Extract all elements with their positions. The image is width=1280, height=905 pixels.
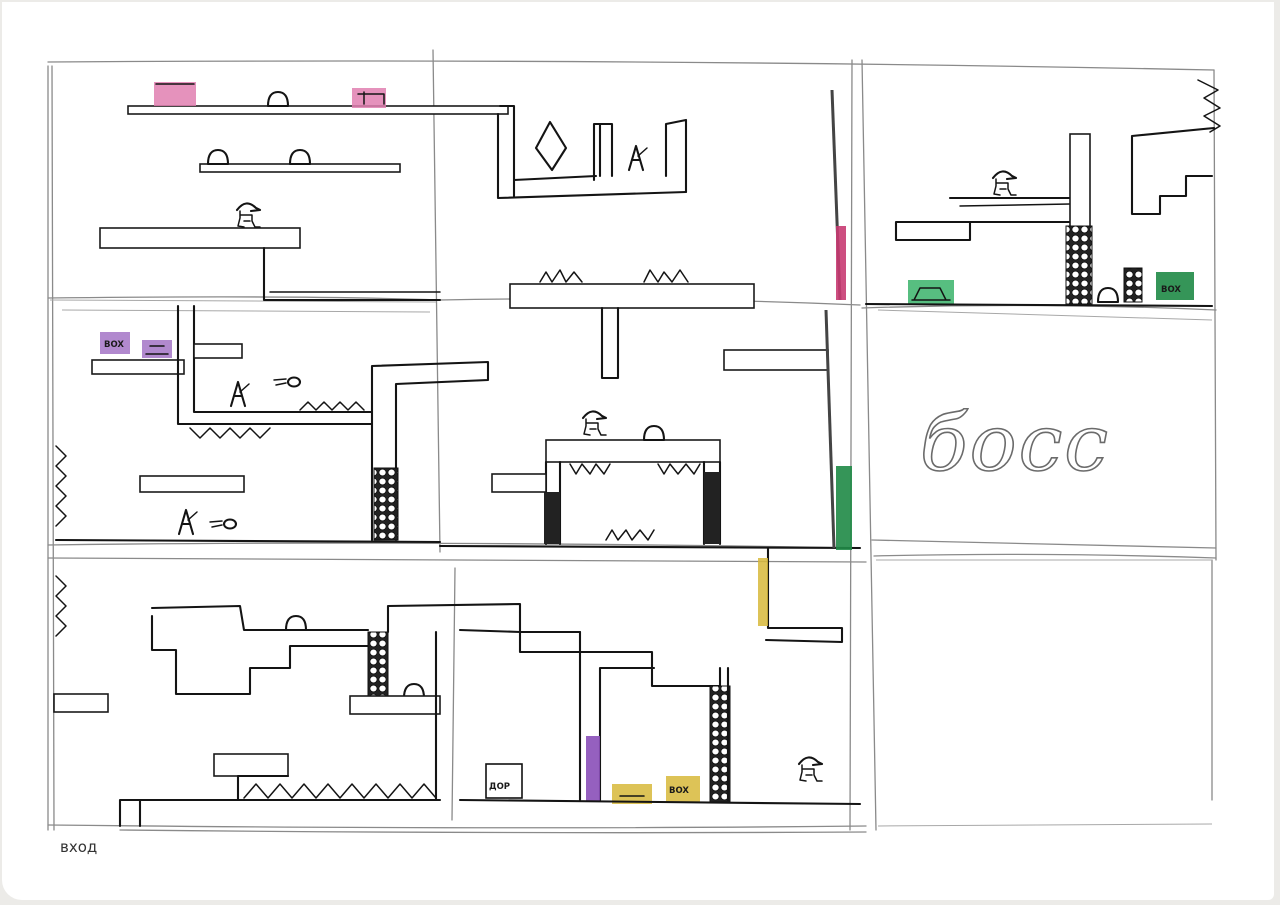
room-top-middle bbox=[510, 90, 846, 378]
box-label: BOX bbox=[669, 786, 689, 796]
room-boss: босс bbox=[920, 399, 1110, 489]
pink-door bbox=[836, 226, 846, 300]
spike-icon bbox=[1198, 80, 1220, 132]
enemy-icon bbox=[179, 510, 197, 534]
green-door bbox=[836, 466, 852, 550]
room-bottom-middle: ДОР BOX bbox=[460, 548, 860, 804]
boulder-icon bbox=[1098, 288, 1118, 302]
diamond-icon bbox=[536, 122, 566, 170]
box-label: BOX bbox=[1161, 285, 1181, 295]
boulder-icon bbox=[644, 426, 664, 440]
entrance-label: вход bbox=[60, 838, 97, 856]
room-top-right: BOX bbox=[866, 80, 1220, 306]
boulder-icon bbox=[286, 616, 306, 630]
spike-icon bbox=[540, 270, 688, 282]
boulder-icon bbox=[268, 92, 288, 106]
purple-box bbox=[142, 340, 172, 358]
character-icon bbox=[583, 411, 606, 435]
fireball-icon bbox=[210, 520, 236, 529]
box-label: BOX bbox=[104, 340, 124, 350]
boss-label: босс bbox=[920, 399, 1110, 489]
character-icon bbox=[237, 203, 260, 227]
enemy-icon bbox=[231, 382, 249, 406]
door-label: ДОР bbox=[489, 782, 510, 792]
room-center bbox=[440, 310, 860, 550]
spike-icon bbox=[570, 464, 700, 540]
boulder-icon bbox=[290, 150, 310, 164]
pink-box bbox=[352, 88, 386, 108]
boulder-icon bbox=[208, 150, 228, 164]
purple-door bbox=[586, 736, 600, 802]
character-icon bbox=[799, 757, 822, 781]
enemy-icon bbox=[629, 146, 647, 170]
fireball-icon bbox=[274, 378, 300, 387]
spike-icon bbox=[56, 402, 364, 526]
pink-block bbox=[154, 82, 196, 106]
room-top-left bbox=[100, 82, 686, 300]
door-box bbox=[486, 764, 522, 798]
room-middle-left: BOX bbox=[56, 306, 488, 542]
character-icon bbox=[993, 171, 1016, 195]
yellow-door bbox=[758, 558, 768, 626]
